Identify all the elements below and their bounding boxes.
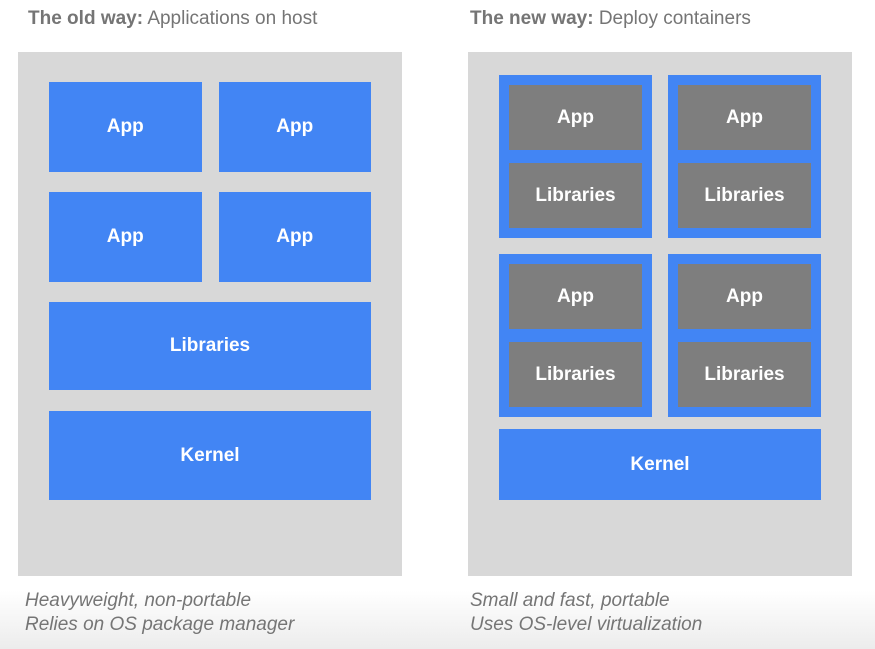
new-way-caption-line1: Small and fast, portable [470, 590, 670, 611]
container-app-box: App [678, 264, 811, 329]
container-app-box: App [678, 85, 811, 150]
new-way-title: The new way: Deploy containers [468, 8, 852, 29]
container-box: App Libraries [499, 75, 652, 238]
new-way-title-bold: The new way: [470, 8, 594, 29]
old-way-title: The old way: Applications on host [18, 8, 402, 29]
old-way-column: The old way: Applications on host App Ap… [18, 0, 402, 637]
old-way-caption-line2: Relies on OS package manager [25, 614, 295, 635]
old-way-host-panel: App App App App Libraries Kernel [18, 52, 402, 576]
old-way-title-bold: The old way: [28, 8, 144, 29]
container-libraries-box: Libraries [509, 163, 642, 228]
app-box: App [218, 82, 371, 172]
container-libraries-box: Libraries [678, 342, 811, 407]
container-box: App Libraries [499, 254, 652, 417]
libraries-box: Libraries [49, 302, 371, 390]
old-way-app-grid: App App App App [49, 82, 371, 282]
old-way-caption-line1: Heavyweight, non-portable [25, 590, 252, 611]
kernel-box: Kernel [499, 429, 821, 500]
app-box: App [218, 192, 371, 282]
new-way-column: The new way: Deploy containers App Libra… [468, 0, 852, 637]
new-way-caption-line2: Uses OS-level virtualization [470, 614, 703, 635]
new-way-container-grid: App Libraries App Libraries App Librarie… [499, 75, 821, 417]
container-libraries-box: Libraries [509, 342, 642, 407]
old-way-caption: Heavyweight, non-portable Relies on OS p… [18, 589, 402, 637]
app-box: App [49, 82, 202, 172]
container-box: App Libraries [668, 75, 821, 238]
new-way-caption: Small and fast, portable Uses OS-level v… [468, 589, 852, 637]
app-box: App [49, 192, 202, 282]
new-way-title-rest: Deploy containers [598, 8, 751, 29]
kernel-box: Kernel [49, 411, 371, 500]
container-box: App Libraries [668, 254, 821, 417]
container-app-box: App [509, 264, 642, 329]
new-way-host-panel: App Libraries App Libraries App Librarie… [468, 52, 852, 576]
container-libraries-box: Libraries [678, 163, 811, 228]
container-app-box: App [509, 85, 642, 150]
old-way-title-rest: Applications on host [147, 8, 318, 29]
